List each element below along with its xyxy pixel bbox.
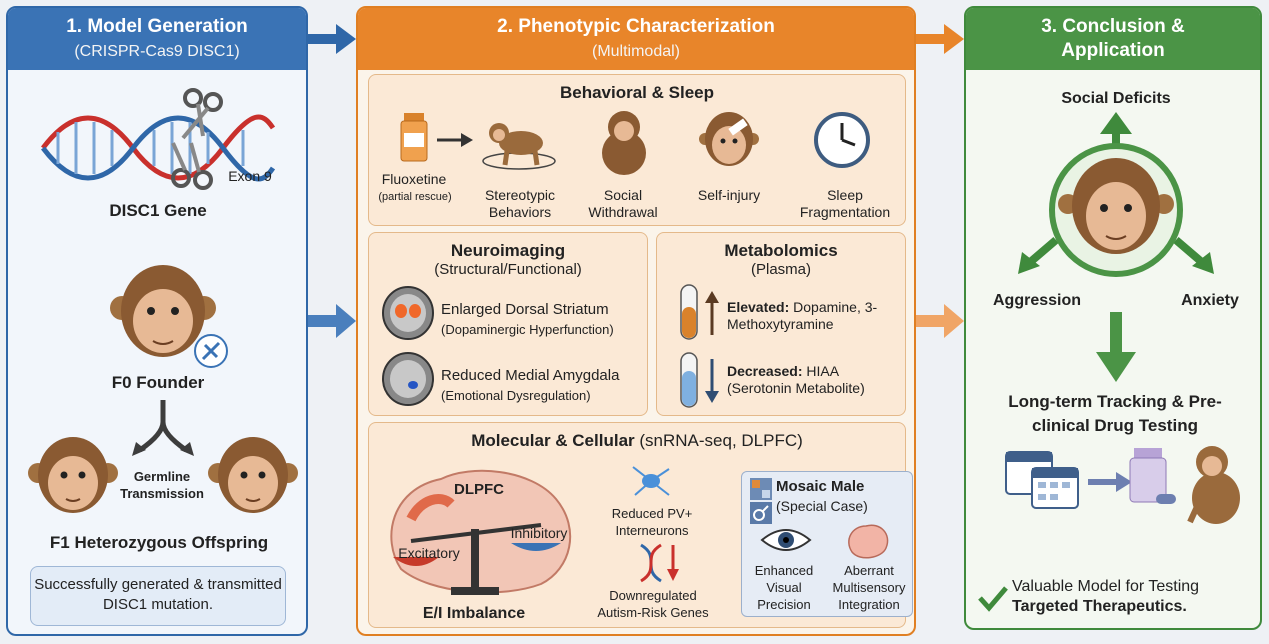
arrow-panel2-to-panel3-mid (916, 304, 964, 338)
brain-scale-icon (390, 469, 572, 595)
conclusion-line2: Targeted Therapeutics. (1012, 598, 1187, 615)
transmission-arrows-icon (132, 400, 194, 456)
germline-transmission-label: Germline Transmission (120, 469, 204, 501)
multisensory-label: Aberrant Multisensory Integration (832, 563, 906, 612)
panel2-title: 2. Phenotypic Characterization (497, 16, 775, 37)
summary-note: Successfully generated & transmitted DIS… (30, 566, 286, 626)
amygdala-finding-note: (Emotional Dysregulation) (441, 388, 591, 403)
stereotypic-behaviors-label: Stereotypic Behaviors (484, 187, 556, 220)
multisensory-brain-icon (848, 524, 889, 559)
elevated-label: Elevated: (727, 299, 790, 315)
arrow-to-drug-icon (1088, 472, 1132, 492)
behavioral-sleep-title: Behavioral & Sleep (559, 83, 714, 102)
exon-label: Exon 9 (228, 168, 272, 184)
aggression-label: Aggression (992, 292, 1081, 309)
mri-amygdala-icon (382, 352, 434, 406)
conclusion-line1: Valuable Model for Testing (1012, 578, 1200, 595)
up-arrow-icon (705, 291, 719, 335)
self-injury-monkey-icon (699, 112, 759, 166)
panel-phenotypic-characterization: 2. Phenotypic Characterization (Multimod… (356, 6, 916, 636)
panel1-title: 1. Model Generation (66, 16, 248, 37)
outcome-triad-icon (1018, 112, 1214, 277)
decreased-tube-icon (680, 352, 698, 408)
self-injury-label: Self-injury (697, 187, 761, 203)
dna-down-icon (640, 543, 679, 583)
sitting-monkey-icon (1187, 446, 1240, 524)
molecular-title-note: (snRNA-seq, DLPFC) (639, 431, 803, 450)
neuroimaging-subtitle: (Structural/Functional) (434, 261, 582, 278)
sleep-clock-icon (814, 112, 870, 168)
drug-bottle-icon (1129, 448, 1176, 504)
elevated-tube-icon (680, 284, 698, 340)
f0-founder-label: F0 Founder (111, 373, 205, 392)
elevated-text: Dopamine, 3-Methoxytyramine (727, 299, 878, 332)
striatum-finding: Enlarged Dorsal Striatum (441, 301, 609, 318)
scissors-icon (171, 88, 223, 190)
social-withdrawal-label: Social Withdrawal (588, 187, 658, 220)
autism-genes-label: Downregulated Autism-Risk Genes (597, 588, 709, 620)
mosaic-pattern-icon (750, 478, 772, 500)
amygdala-finding: Reduced Medial Amygdala (441, 367, 620, 384)
f1-offspring-monkey-left-icon (28, 437, 118, 513)
rescue-arrow-icon (437, 133, 473, 147)
dlpfc-label: DLPFC (454, 481, 504, 498)
f1-offspring-monkey-right-icon (208, 437, 298, 513)
excitatory-label: Excitatory (398, 545, 460, 561)
mri-striatum-icon (382, 286, 434, 340)
pv-interneurons-label: Reduced PV+ Interneurons (611, 506, 693, 538)
interneuron-icon (632, 466, 670, 496)
metabolomics-subtitle: (Plasma) (750, 261, 811, 278)
neuroimaging-box: Neuroimaging (Structural/Functional) Enl… (368, 232, 648, 416)
molecular-cellular-box: Molecular & Cellular (snRNA-seq, DLPFC) … (368, 422, 913, 628)
panel3-title: 3. Conclusion & Application (1041, 16, 1185, 61)
mosaic-male-note: (Special Case) (776, 498, 868, 514)
down-arrow-green-icon (1096, 312, 1136, 382)
fluoxetine-vial-icon (400, 113, 428, 162)
calendar-icon (1005, 451, 1079, 509)
panel2-subtitle: (Multimodal) (591, 43, 680, 60)
social-withdrawal-monkey-icon (602, 111, 646, 175)
checkmark-icon (978, 586, 1008, 612)
male-symbol-icon (750, 502, 772, 524)
panel1-subtitle: (CRISPR-Cas9 DISC1) (74, 43, 240, 60)
disc1-gene-label: DISC1 Gene (109, 201, 207, 220)
fluoxetine-note: (partial rescue) (378, 191, 452, 203)
elevated-finding: Elevated: Dopamine, 3-Methoxytyramine (727, 299, 903, 333)
arrow-panel1-to-panel2-top (308, 24, 356, 54)
dna-helix-icon (41, 114, 276, 182)
mosaic-male-title: Mosaic Male (776, 478, 865, 495)
ei-imbalance-label: E/I Imbalance (422, 605, 526, 622)
metabolomics-box: Metabolomics (Plasma) Elevated: Dopamine… (656, 232, 906, 416)
neuroimaging-title: Neuroimaging (450, 241, 566, 260)
inhibitory-label: Inhibitory (510, 525, 568, 541)
behavioral-sleep-box: Behavioral & Sleep Fluoxetine (partial r… (368, 74, 906, 226)
decreased-finding: Decreased: HIAA (Serotonin Metabolite) (727, 363, 903, 397)
f0-founder-monkey-icon (110, 265, 216, 357)
panel2-header: 2. Phenotypic Characterization (Multimod… (358, 8, 914, 70)
molecular-title: Molecular & Cellular (471, 431, 635, 450)
panel1-header: 1. Model Generation (CRISPR-Cas9 DISC1) (8, 8, 306, 70)
panel-conclusion-application: 3. Conclusion & Application Social Defic… (964, 6, 1262, 630)
anxiety-label: Anxiety (1181, 292, 1239, 309)
arrow-panel2-to-panel3-top (916, 24, 964, 54)
fluoxetine-label: Fluoxetine (381, 171, 447, 187)
molecular-title-row: Molecular & Cellular (snRNA-seq, DLPFC) (369, 431, 905, 451)
eye-icon (760, 529, 812, 551)
metabolomics-title: Metabolomics (724, 241, 838, 260)
arrow-panel1-to-panel2-mid (308, 304, 356, 338)
decreased-text: HIAA (Serotonin Metabolite) (727, 363, 865, 396)
f1-offspring-label: F1 Heterozygous Offspring (49, 533, 269, 552)
panel3-header: 3. Conclusion & Application (966, 8, 1260, 70)
dna-badge-icon (194, 334, 228, 368)
decreased-label: Decreased: (727, 363, 803, 379)
tracking-label: Long-term Tracking & Pre-clinical Drug T… (1008, 392, 1222, 435)
visual-precision-label: Enhanced Visual Precision (754, 563, 814, 612)
stereotypic-monkey-icon (482, 123, 556, 170)
sleep-fragmentation-label: Sleep Fragmentation (799, 187, 891, 220)
down-arrow-icon (705, 359, 719, 403)
panel-model-generation: 1. Model Generation (CRISPR-Cas9 DISC1) … (6, 6, 308, 636)
striatum-finding-note: (Dopaminergic Hyperfunction) (441, 322, 614, 337)
mosaic-male-box: Mosaic Male (Special Case) Enhanced Visu… (741, 471, 913, 617)
social-deficits-label: Social Deficits (1061, 90, 1171, 107)
